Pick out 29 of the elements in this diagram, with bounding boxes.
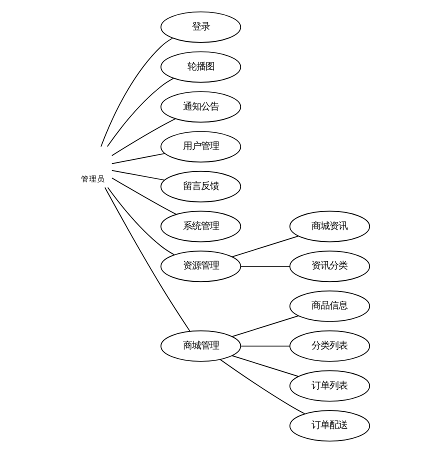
- connector: [240, 266, 290, 267]
- node-ellipse: 订单列表: [288, 370, 370, 402]
- node-ellipse: 商城资讯: [288, 210, 370, 242]
- connector: [100, 38, 172, 148]
- connector: [219, 359, 305, 414]
- connector: [240, 346, 290, 347]
- connector: [104, 187, 190, 332]
- node-ellipse: 用户管理: [160, 131, 241, 162]
- connector: [111, 178, 176, 215]
- connector: [106, 187, 174, 256]
- connector: [106, 78, 174, 147]
- connector: [231, 236, 298, 258]
- node-ellipse: 商城管理: [160, 330, 241, 362]
- node-ellipse: 分类列表: [288, 330, 370, 362]
- node-ellipse: 资讯分类: [288, 250, 370, 282]
- connector: [231, 355, 298, 377]
- node-ellipse: 资源管理: [160, 250, 241, 282]
- connector: [110, 118, 176, 156]
- node-ellipse: 系统管理: [160, 210, 241, 242]
- node-ellipse: 商品信息: [288, 290, 370, 322]
- node-ellipse: 通知公告: [160, 91, 241, 123]
- node-text: 管理员: [80, 174, 105, 184]
- node-ellipse: 轮播图: [160, 51, 241, 83]
- connector: [231, 315, 298, 337]
- node-ellipse: 留言反馈: [160, 170, 241, 202]
- node-ellipse: 登录: [160, 11, 241, 43]
- connector: [110, 153, 165, 164]
- node-ellipse: 订单配送: [288, 410, 370, 442]
- connector: [110, 170, 165, 181]
